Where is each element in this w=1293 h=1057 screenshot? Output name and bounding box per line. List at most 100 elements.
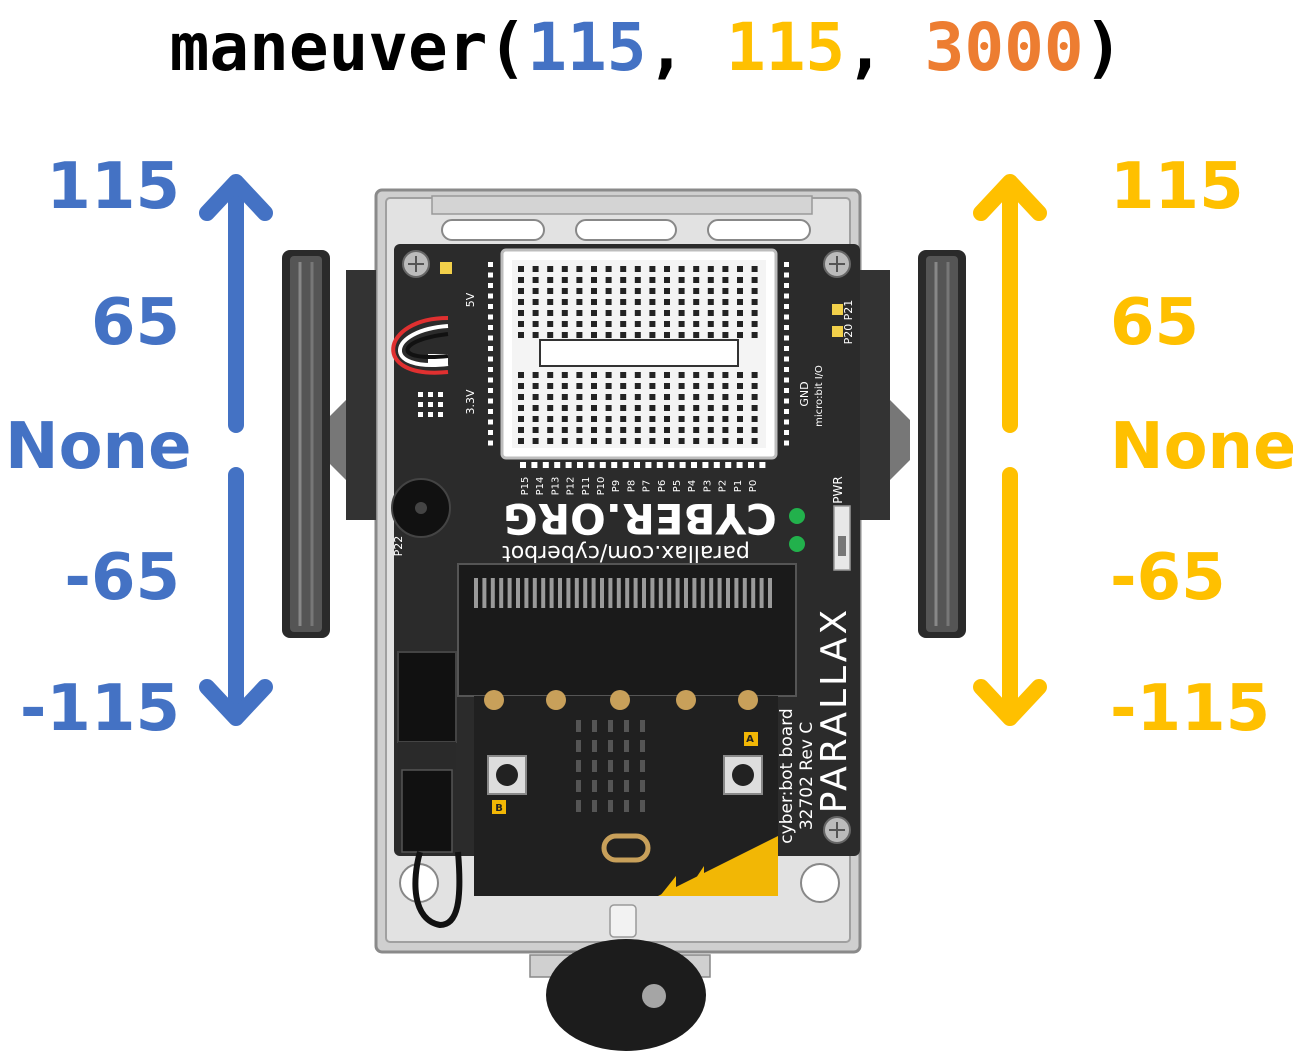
breadboard-hole (576, 394, 583, 400)
breadboard-hole (561, 299, 568, 305)
breadboard-hole (693, 427, 700, 433)
breadboard-hole (649, 321, 656, 327)
breadboard-hole (707, 383, 714, 389)
header-pin (488, 304, 493, 309)
breadboard-hole (605, 438, 612, 444)
breadboard-hole (518, 427, 524, 433)
left-wheel-arrow (199, 174, 273, 726)
breadboard-hole (707, 299, 714, 305)
breadboard-hole (737, 288, 743, 294)
breadboard-hole (547, 299, 554, 305)
breadboard-hole (620, 288, 627, 294)
breadboard-hole (634, 299, 641, 305)
breadboard-hole (547, 438, 554, 444)
breadboard-hole (547, 277, 554, 283)
header-pin (488, 293, 493, 299)
breadboard-hole (634, 427, 641, 433)
pin-label: P11 (581, 477, 592, 496)
led-pixel (640, 800, 645, 812)
breadboard-hole (707, 394, 714, 400)
header-pin (748, 462, 754, 468)
header-pin (611, 462, 618, 468)
header-pin (759, 462, 766, 468)
breadboard-hole (707, 427, 714, 433)
duration-arg: 3000 (924, 9, 1084, 86)
header-pin (725, 462, 732, 468)
led-pixel (592, 780, 597, 792)
led-pixel (576, 780, 581, 792)
breadboard-hole (561, 332, 568, 338)
led-pixel (624, 760, 629, 772)
breadboard-hole (707, 372, 714, 378)
header-pin (542, 462, 549, 468)
header-pin (784, 430, 789, 435)
breadboard-hole (561, 438, 568, 444)
breadboard-hole (678, 310, 685, 316)
breadboard-hole (532, 321, 539, 327)
header-pin (784, 283, 789, 288)
breadboard-hole (620, 277, 627, 283)
right-wheel (918, 250, 966, 638)
led-pixel (608, 720, 613, 732)
header-pin (577, 462, 583, 468)
breadboard-hole (532, 405, 539, 411)
header-pin (784, 262, 789, 267)
breadboard-hole (518, 372, 524, 378)
breadboard-hole (634, 277, 641, 283)
breadboard-hole (561, 266, 568, 272)
led-pixel (640, 720, 645, 732)
breadboard-hole (561, 310, 568, 316)
header-pin (784, 377, 789, 383)
led-pixel (608, 800, 613, 812)
breadboard-hole (532, 416, 539, 422)
left-speed-arg: 115 (527, 9, 647, 86)
v5-label: 5V (464, 292, 477, 307)
breadboard-hole (605, 310, 612, 316)
right-label-forward: 65 (1110, 286, 1200, 360)
led-pixel (608, 780, 613, 792)
breadboard-hole (591, 277, 597, 283)
breadboard-hole (620, 321, 627, 327)
board-url: parallax.com/cyberbot (502, 540, 750, 565)
breadboard-hole (751, 383, 758, 389)
breadboard-hole (678, 321, 685, 327)
breadboard-hole (751, 416, 758, 422)
breadboard-hole (591, 372, 597, 378)
header-pin (488, 419, 493, 425)
breadboard-hole (518, 321, 524, 327)
gnd-label: GND (798, 381, 811, 406)
breadboard-hole (722, 383, 729, 389)
breadboard-hole (547, 288, 554, 294)
breadboard-hole (620, 299, 627, 305)
right-servo (860, 270, 890, 520)
breadboard-hole (518, 332, 524, 338)
right-label-stop: None (1110, 410, 1293, 484)
breadboard-hole (649, 332, 656, 338)
header-pin (784, 367, 789, 372)
breadboard-hole (634, 332, 641, 338)
breadboard-hole (664, 299, 670, 305)
breadboard-hole (693, 383, 700, 389)
breadboard-hole (707, 405, 714, 411)
breadboard-hole (664, 438, 670, 444)
p20-label: P20 (842, 324, 855, 345)
board-maker: PARALLAX (814, 607, 855, 813)
breadboard-hole (591, 288, 597, 294)
breadboard-hole (591, 427, 597, 433)
breadboard-hole (707, 416, 714, 422)
header-pin (784, 388, 789, 393)
breadboard-hole (707, 266, 714, 272)
header-pin (488, 346, 493, 351)
breadboard-hole (634, 405, 641, 411)
pin-label: P13 (550, 477, 561, 496)
led-pixel (576, 720, 581, 732)
breadboard-hole (751, 321, 758, 327)
breadboard-hole (737, 299, 743, 305)
breadboard-hole (532, 299, 539, 305)
breadboard-hole (722, 299, 729, 305)
led-pixel (624, 780, 629, 792)
breadboard-hole (678, 383, 685, 389)
right-label-max-forward: 115 (1110, 150, 1244, 224)
breadboard-hole (547, 383, 554, 389)
breadboard-hole (693, 266, 700, 272)
